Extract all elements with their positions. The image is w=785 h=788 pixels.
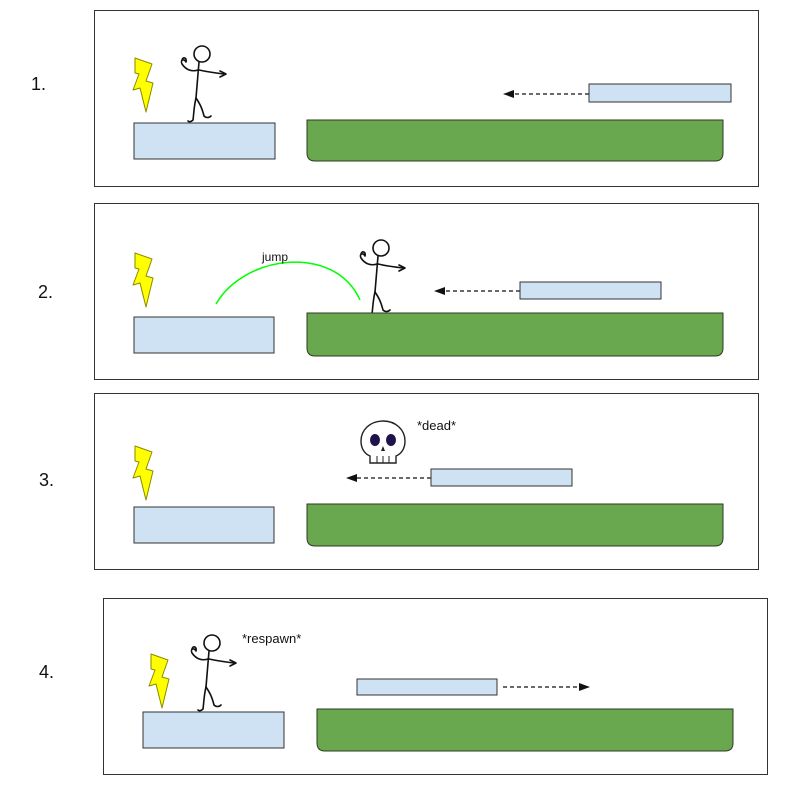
- step-number-2: 2.: [38, 282, 54, 302]
- stick-figure-stroke: [229, 659, 237, 667]
- stick-figure-stroke: [205, 650, 210, 688]
- arrow-left-icon: [503, 90, 589, 98]
- start-platform: [142, 711, 285, 749]
- stick-figure-stroke: [190, 646, 209, 661]
- stick-figure-stroke: [377, 263, 404, 269]
- skull-icon: [360, 420, 406, 464]
- stick-figure-stroke: [366, 291, 376, 317]
- step-panel-3: *dead*: [94, 393, 759, 570]
- step-panel-4: *respawn*: [103, 598, 768, 775]
- step-1-scene: [132, 45, 732, 162]
- stick-figure-stroke: [374, 255, 379, 293]
- stick-figure-stroke: [208, 658, 235, 664]
- arrow-left-icon: [434, 287, 520, 295]
- lightning-icon: [148, 653, 170, 709]
- lightning-icon: [132, 445, 154, 501]
- step-4-scene: [142, 634, 734, 752]
- stick-figure-stroke: [359, 251, 378, 266]
- step-number-4: 4.: [39, 662, 55, 682]
- stick-figure-stroke: [187, 97, 197, 123]
- start-platform: [133, 506, 275, 544]
- start-platform: [133, 122, 276, 160]
- stick-figure-stroke: [219, 70, 227, 78]
- moving-platform: [588, 83, 732, 103]
- start-platform: [133, 316, 275, 354]
- step-panel-2: jump: [94, 203, 759, 380]
- stick-figure-stroke: [205, 686, 222, 708]
- jump-arc: [215, 261, 361, 305]
- lightning-icon: [132, 252, 154, 308]
- stick-figure-stroke: [203, 634, 221, 652]
- stick-figure-stroke: [372, 239, 390, 257]
- moving-platform: [356, 678, 498, 696]
- lightning-icon: [132, 57, 154, 113]
- stick-figure-stroke: [195, 97, 212, 119]
- ground-platform: [306, 503, 724, 547]
- moving-platform: [430, 468, 573, 487]
- stick-figure-stroke: [398, 264, 406, 272]
- step-number-1: 1.: [31, 74, 47, 94]
- ground-platform: [316, 708, 734, 752]
- stick-figure-stroke: [198, 69, 225, 75]
- stick-figure-icon: [180, 45, 227, 123]
- step-number-3: 3.: [39, 470, 55, 490]
- stick-figure-stroke: [195, 61, 200, 99]
- stick-figure-icon: [359, 239, 406, 317]
- stick-figure-stroke: [180, 57, 199, 72]
- step-panel-1: [94, 10, 759, 187]
- jump-label: jump: [262, 250, 289, 264]
- stick-figure-stroke: [193, 45, 211, 63]
- moving-platform: [519, 281, 662, 300]
- step-2-scene: [132, 239, 724, 357]
- stick-figure-icon: [190, 634, 237, 712]
- arrow-right-icon: [503, 683, 590, 691]
- step-3-scene: [132, 420, 724, 547]
- stick-figure-stroke: [374, 291, 391, 313]
- arrow-left-icon: [346, 474, 431, 482]
- ground-platform: [306, 312, 724, 357]
- respawn-label: *respawn*: [242, 631, 302, 646]
- dead-label: *dead*: [417, 418, 457, 433]
- stick-figure-stroke: [197, 686, 207, 712]
- ground-platform: [306, 119, 724, 162]
